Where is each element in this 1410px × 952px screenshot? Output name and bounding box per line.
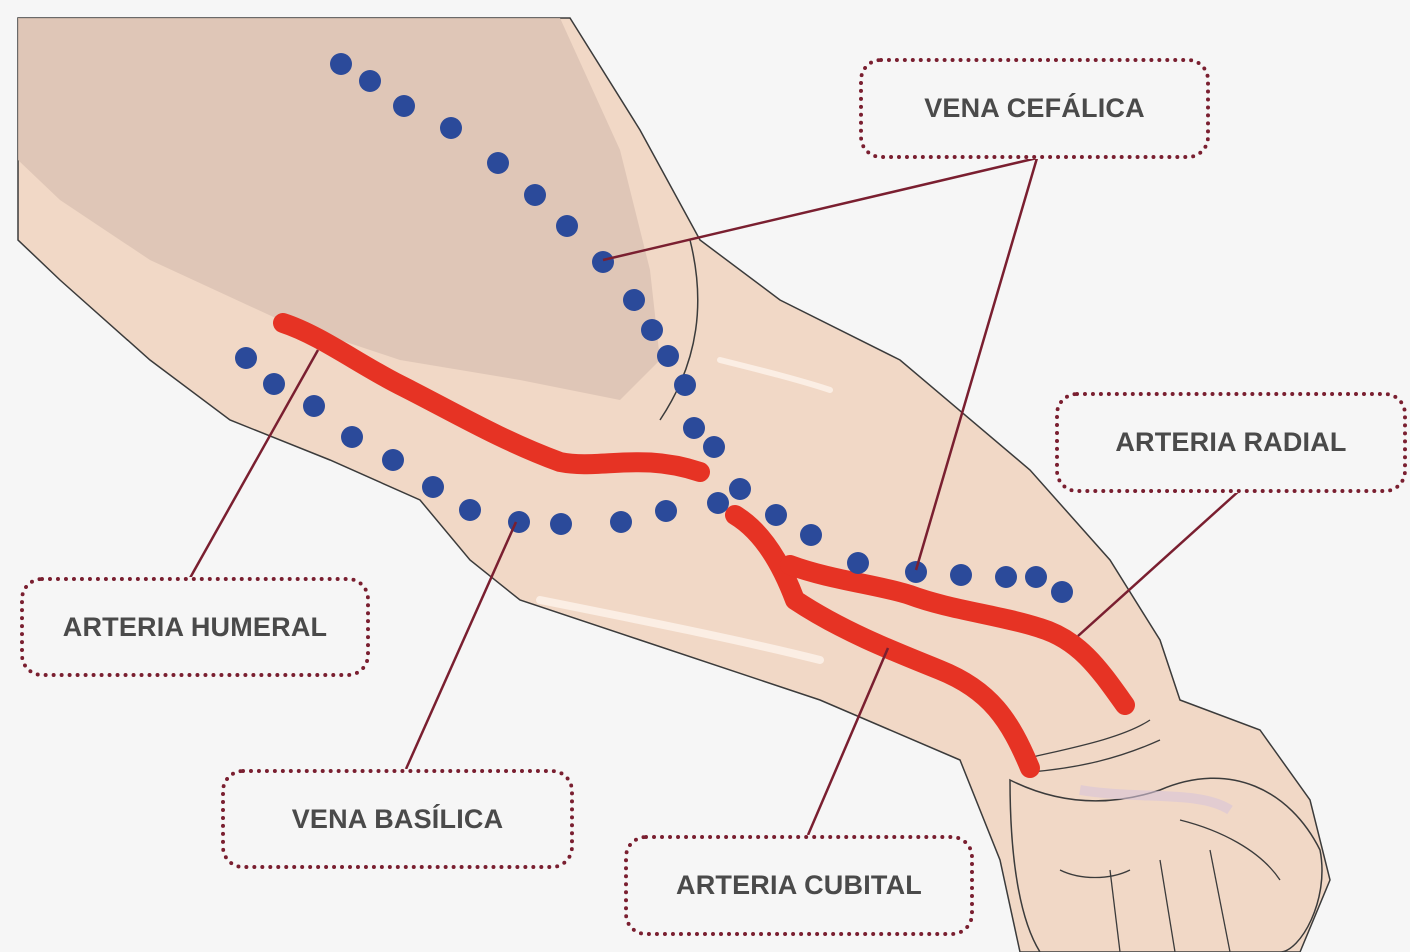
vena-basilica-dot xyxy=(459,499,481,521)
vena-cefalica-dot xyxy=(674,374,696,396)
vena-cefalica-dot xyxy=(524,184,546,206)
vena-cefalica-dot xyxy=(487,152,509,174)
vena-cefalica-dot xyxy=(641,319,663,341)
vena-cefalica-dot xyxy=(765,504,787,526)
label-arteria-radial-text: ARTERIA RADIAL xyxy=(1115,427,1346,458)
fist xyxy=(1010,778,1322,952)
vena-basilica-dot xyxy=(610,511,632,533)
vena-cefalica-dot xyxy=(905,561,927,583)
vena-cefalica-dot xyxy=(623,289,645,311)
vena-cefalica-dot xyxy=(683,417,705,439)
vena-basilica-dot xyxy=(303,395,325,417)
label-vena-cefalica: VENA CEFÁLICA xyxy=(859,58,1210,159)
vena-basilica-dot xyxy=(235,347,257,369)
label-arteria-humeral: ARTERIA HUMERAL xyxy=(20,577,370,677)
vena-basilica-dot xyxy=(655,500,677,522)
vena-cefalica-dot xyxy=(703,436,725,458)
label-arteria-humeral-text: ARTERIA HUMERAL xyxy=(63,612,327,643)
vena-basilica-dot xyxy=(422,476,444,498)
vena-basilica-dot xyxy=(707,492,729,514)
vena-cefalica-dot xyxy=(330,53,352,75)
vena-cefalica-dot xyxy=(1051,581,1073,603)
vena-cefalica-dot xyxy=(1025,566,1047,588)
vena-cefalica-dot xyxy=(359,70,381,92)
vena-basilica-dot xyxy=(341,426,363,448)
vena-cefalica-dot xyxy=(592,251,614,273)
vena-cefalica-dot xyxy=(440,117,462,139)
vena-cefalica-dot xyxy=(556,215,578,237)
label-vena-basilica-text: VENA BASÍLICA xyxy=(292,804,504,835)
vena-basilica-dot xyxy=(263,373,285,395)
label-vena-cefalica-text: VENA CEFÁLICA xyxy=(924,93,1145,124)
leader-vena-basilica xyxy=(406,522,516,769)
label-vena-basilica: VENA BASÍLICA xyxy=(221,769,574,869)
vena-cefalica-dot xyxy=(995,566,1017,588)
vena-cefalica-dot xyxy=(393,95,415,117)
vena-cefalica-dot xyxy=(950,564,972,586)
vena-cefalica-dot xyxy=(657,345,679,367)
label-arteria-radial: ARTERIA RADIAL xyxy=(1055,392,1407,493)
vena-basilica-dot xyxy=(550,513,572,535)
label-arteria-cubital-text: ARTERIA CUBITAL xyxy=(676,870,922,901)
vena-cefalica-dot xyxy=(847,552,869,574)
vena-cefalica-dot xyxy=(800,524,822,546)
label-arteria-cubital: ARTERIA CUBITAL xyxy=(624,835,974,936)
vena-cefalica-dot xyxy=(729,478,751,500)
vena-basilica-dot xyxy=(382,449,404,471)
